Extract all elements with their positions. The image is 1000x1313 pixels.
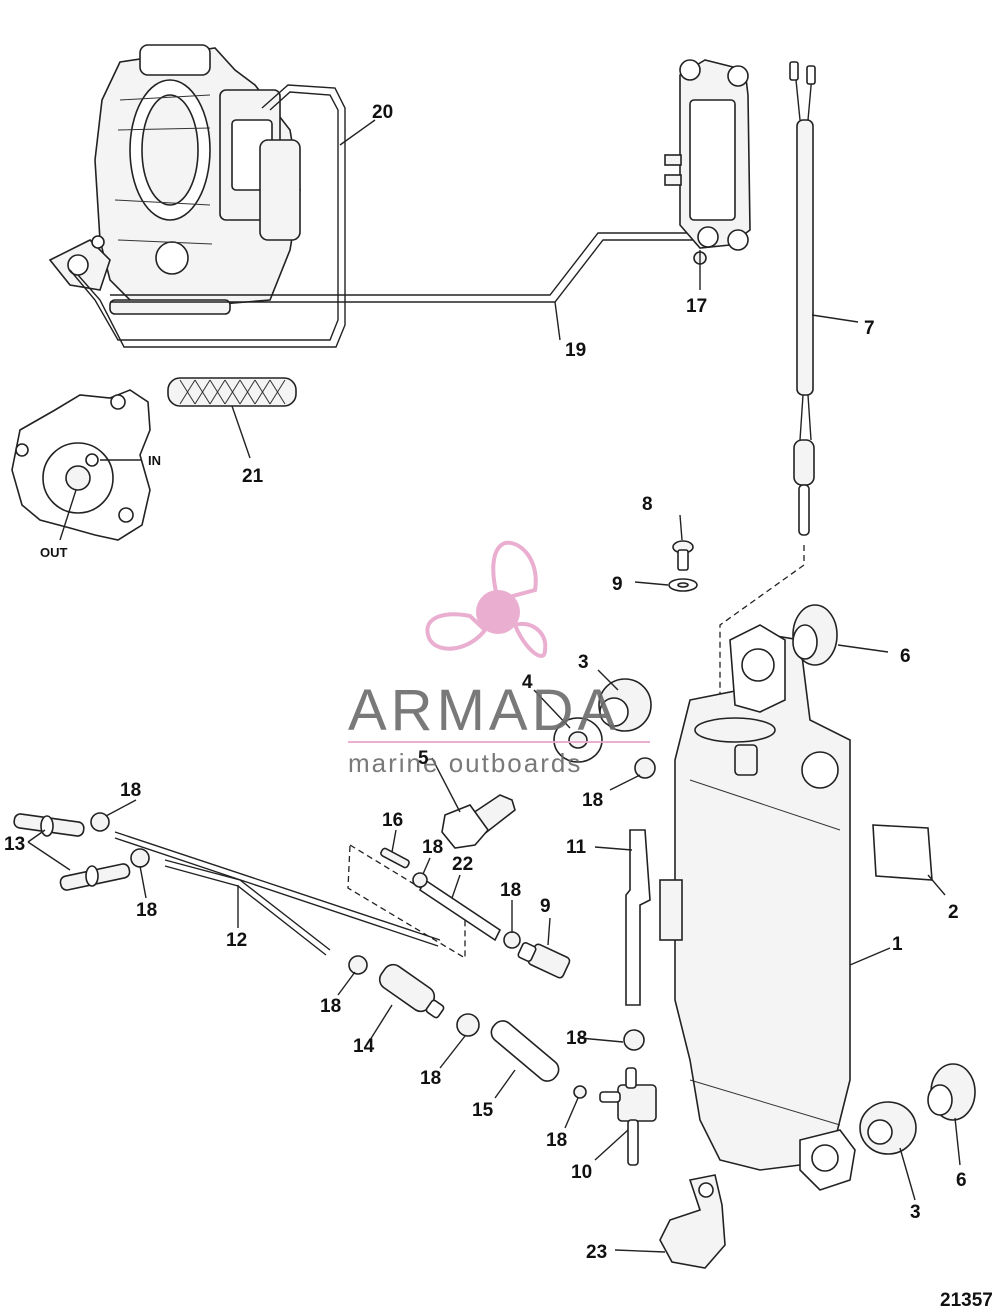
washer-9 <box>668 578 698 592</box>
grommet-6-top <box>792 604 838 666</box>
callout-14: 13 <box>4 834 25 855</box>
callout-23: 23 <box>586 1242 607 1263</box>
fitting-14-bottom <box>59 863 131 891</box>
callout-3-bottom: 3 <box>910 1202 921 1223</box>
port-out-label: OUT <box>40 545 68 560</box>
grommet-3-bottom <box>859 1101 917 1155</box>
pump-gasket-detail <box>11 389 151 541</box>
callout-15: 14 <box>353 1036 375 1057</box>
callout-8: 8 <box>642 494 653 515</box>
callout-21: 21 <box>242 466 264 487</box>
filter-bracket <box>664 59 751 251</box>
callout-19: 19 <box>565 340 586 361</box>
callout-3-top: 3 <box>578 652 589 673</box>
callout-18-hose: 18 <box>420 1068 441 1089</box>
leader-lines <box>27 119 961 1253</box>
callout-18-tee-top: 18 <box>566 1028 587 1049</box>
hose-16 <box>490 1020 560 1082</box>
grommet-6-bottom <box>927 1063 976 1121</box>
callout-18-fitting-10: 18 <box>500 880 521 901</box>
armada-watermark: ARMADA marine outboards <box>348 540 650 778</box>
callout-1: 1 <box>892 934 903 955</box>
callout-6-bottom: 6 <box>956 1170 967 1191</box>
fuel-line-19 <box>110 232 700 296</box>
washer-4 <box>553 717 603 763</box>
callout-11: 10 <box>571 1162 592 1183</box>
callout-22: 22 <box>452 854 473 875</box>
propeller-hub <box>476 590 520 634</box>
callout-6-top: 6 <box>900 646 911 667</box>
tube-22 <box>418 878 502 942</box>
tee-fitting-11 <box>599 1067 657 1166</box>
bolt-5 <box>441 794 516 849</box>
callout-12: 11 <box>566 837 587 858</box>
callout-13: 12 <box>226 930 247 951</box>
valve-15 <box>378 963 445 1019</box>
canister-1 <box>659 624 856 1191</box>
grommet-3-top <box>598 678 652 732</box>
callout-18-fitting-top: 18 <box>120 780 141 801</box>
fitting-10 <box>517 941 571 979</box>
callout-20: 20 <box>372 102 393 123</box>
propeller-blade-top <box>491 540 538 603</box>
propeller-blade-right <box>512 621 548 658</box>
screw-8 <box>672 540 694 571</box>
callout-7: 7 <box>864 318 875 339</box>
watermark-tagline: marine outboards <box>348 748 582 778</box>
callout-9: 9 <box>612 574 623 595</box>
callout-4: 4 <box>522 672 533 693</box>
callout-18-bracket: 17 <box>686 296 707 317</box>
callout-18-valve: 18 <box>320 996 341 1017</box>
hose-21 <box>167 377 297 407</box>
callout-18-tee-side: 18 <box>546 1130 567 1151</box>
fitting-17 <box>380 847 410 869</box>
sensor-wire-7 <box>789 61 816 536</box>
hose-12 <box>625 829 651 1006</box>
callout-18-tube: 18 <box>422 837 443 858</box>
clamp-23 <box>659 1174 726 1269</box>
propeller-blade-left <box>425 612 488 651</box>
callout-10: 9 <box>540 896 551 917</box>
engine-block <box>48 44 346 348</box>
callout-labels: 20 19 17 7 21 IN OUT 8 9 6 3 4 5 18 18 1… <box>4 102 993 1311</box>
callout-16: 15 <box>472 1100 494 1121</box>
callout-5: 5 <box>418 748 429 769</box>
callout-17: 16 <box>382 810 403 831</box>
watermark-brand: ARMADA <box>348 678 620 743</box>
figure-number: 21357 <box>940 1290 993 1311</box>
sensor-dash-line <box>719 545 805 720</box>
callout-18-fitting-bottom: 18 <box>136 900 157 921</box>
callout-18-grommet: 18 <box>582 790 603 811</box>
port-in-label: IN <box>148 453 161 468</box>
decal-2 <box>872 824 933 881</box>
callout-2: 2 <box>948 902 959 923</box>
tube-13 <box>114 831 441 956</box>
